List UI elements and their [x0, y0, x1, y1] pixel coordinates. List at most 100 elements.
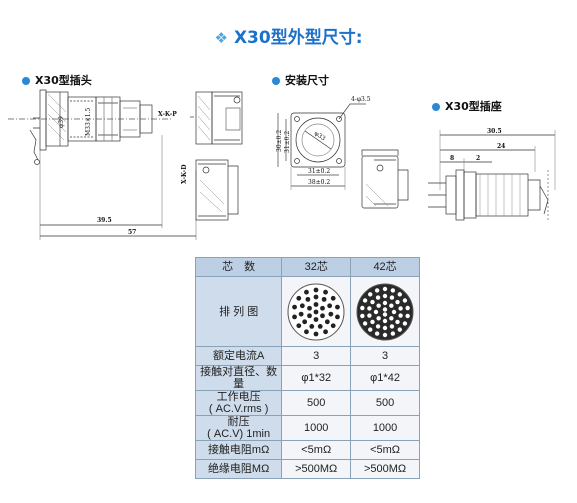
- dim-31-bottom: 31±0.2: [308, 168, 330, 175]
- row-label-line: 耐压 ( AC.V) 1min: [207, 416, 271, 440]
- table-header-row: 芯 数 32芯 42芯: [194, 257, 420, 277]
- pin-contact: [305, 296, 311, 302]
- pin-contact: [309, 323, 315, 329]
- pin-contact: [313, 294, 319, 299]
- pin-contact: [382, 300, 388, 305]
- pin-contact: [368, 326, 373, 332]
- section-socket: X30型插座: [432, 98, 502, 114]
- pin-contact: [390, 287, 396, 293]
- pin-contact: [373, 309, 379, 314]
- dim-24: 24: [497, 143, 505, 150]
- pin-contact: [389, 315, 394, 321]
- table-row: 接触电阻mΩ <5mΩ <5mΩ: [194, 440, 420, 460]
- pin-contact: [296, 322, 302, 328]
- pin-layout-32: [281, 276, 352, 347]
- row-value: 500: [281, 390, 352, 416]
- table-header-cell: 芯 数: [194, 257, 283, 277]
- label-xkd: X-K-D: [181, 165, 188, 184]
- pin-contact: [395, 299, 400, 304]
- pin-contact: [405, 305, 410, 310]
- dim-m33: M33×1.5: [85, 107, 92, 136]
- mount-drawing: φ33 4-φ3.5 30±0.2 31±0.2 31±0.2 38±0.2: [276, 96, 409, 209]
- pin-contact: [391, 309, 397, 314]
- pin-contact: [375, 323, 381, 329]
- pin-contact: [370, 299, 375, 304]
- table-row: 工作电压 ( AC.V.rms ) 500 500: [194, 390, 420, 416]
- plug-drawing: φ39 M33×1.5 39.5 57 X-K-P X-K-D: [8, 89, 243, 240]
- pin-contact: [318, 323, 323, 329]
- pin-contact: [374, 287, 380, 293]
- dim-phi33: φ33: [313, 130, 327, 143]
- dim-31-left: 31±0.2: [284, 131, 291, 153]
- dim-phi39: φ39: [58, 116, 65, 128]
- row-label: 排 列 图: [194, 276, 283, 347]
- section-socket-label: X30型插座: [445, 100, 502, 113]
- pin-contact: [389, 302, 394, 308]
- pin-contact: [382, 332, 388, 337]
- row-value: φ1*32: [281, 365, 352, 391]
- pin-contact: [328, 311, 334, 317]
- bullet-icon: [272, 77, 280, 85]
- row-value: >500MΩ: [281, 459, 352, 479]
- pin-contact: [298, 311, 304, 317]
- table-row: 耐压 ( AC.V) 1min 1000 1000: [194, 415, 420, 441]
- pin-contact: [370, 319, 375, 324]
- pin-contact: [300, 302, 305, 308]
- bullet-icon: [22, 77, 30, 85]
- dim-57: 57: [128, 229, 136, 236]
- pin-contact: [375, 294, 381, 300]
- dim-39-5: 39.5: [97, 217, 112, 224]
- table-row: 绝缘电阻MΩ >500MΩ >500MΩ: [194, 459, 420, 479]
- row-label: 绝缘电阻MΩ: [194, 459, 283, 479]
- table-row: 额定电流A 3 3: [194, 346, 420, 366]
- pin-contact: [304, 328, 310, 334]
- pin-contact: [382, 325, 388, 330]
- pin-contact: [292, 304, 298, 309]
- pin-contact: [382, 306, 388, 312]
- pin-contact: [313, 316, 319, 322]
- pin-contact: [313, 331, 319, 336]
- row-label: 接触电阻mΩ: [194, 440, 283, 460]
- pin-contact: [307, 312, 313, 318]
- dim-30-left: 30±0.2: [276, 130, 283, 152]
- pin-layout-42-diagram: [356, 283, 414, 340]
- pin-contact: [313, 309, 319, 314]
- pin-contact: [320, 312, 326, 318]
- pin-contact: [325, 318, 330, 324]
- pin-contact: [320, 305, 326, 311]
- pin-contact: [360, 305, 365, 310]
- pin-contact: [376, 315, 381, 321]
- pin-contact: [397, 291, 403, 297]
- specs-table: 芯 数 32芯 42芯 排 列 图 额定电流A 3 3 接触对直径、数量 φ1*…: [194, 257, 420, 479]
- row-label: 额定电流A: [194, 346, 283, 366]
- pin-contact: [382, 318, 388, 323]
- pin-contact: [296, 295, 302, 301]
- table-header-cell: 32芯: [281, 257, 352, 277]
- row-value: 3: [281, 346, 352, 366]
- pin-contact: [313, 301, 319, 307]
- pin-contact: [376, 302, 381, 308]
- table-row: 接触对直径、数量 φ1*32 φ1*42: [194, 365, 420, 391]
- table-header-cell: 42芯: [350, 257, 420, 277]
- pin-contact: [302, 318, 308, 324]
- row-value: <5mΩ: [281, 440, 352, 460]
- section-mounting-label: 安装尺寸: [285, 74, 329, 87]
- dim-4-phi3-5: 4-φ3.5: [351, 96, 371, 103]
- pin-contact: [390, 330, 396, 336]
- pin-layout-42: [350, 276, 420, 347]
- dim-30-5: 30.5: [487, 128, 502, 135]
- section-plug-label: X30型插头: [35, 74, 92, 87]
- pin-contact: [362, 320, 368, 326]
- pin-contact: [367, 305, 372, 311]
- page-title-text: X30型外型尺寸:: [233, 28, 363, 48]
- row-value: >500MΩ: [350, 459, 420, 479]
- pin-contact: [398, 305, 403, 311]
- pin-contact: [397, 326, 403, 332]
- row-label: 接触对直径、数量: [194, 365, 283, 391]
- pin-contact: [331, 322, 336, 328]
- pin-contact: [389, 323, 395, 329]
- row-label-line: 工作电压 ( AC.V.rms ): [208, 391, 269, 415]
- dim-8: 8: [450, 155, 454, 162]
- pin-contact: [335, 304, 341, 309]
- pin-contact: [323, 289, 329, 295]
